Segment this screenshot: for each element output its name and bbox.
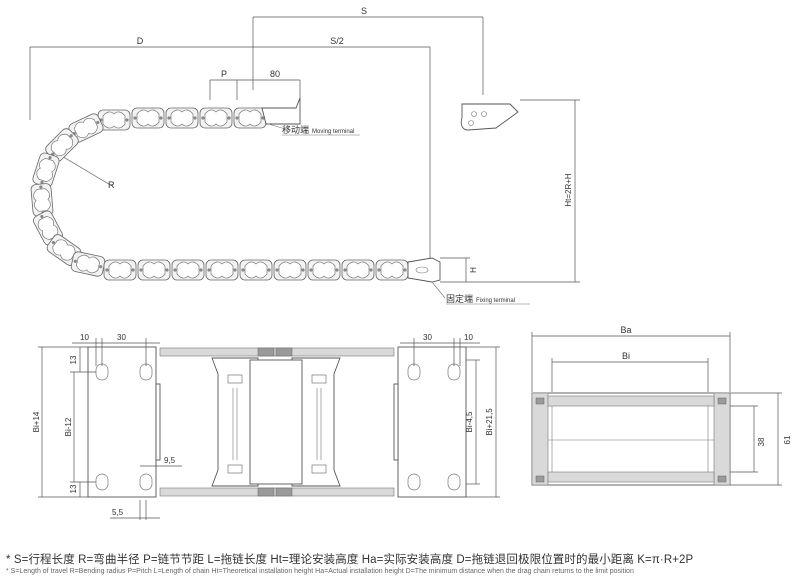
- dim-10-left: 10: [80, 333, 89, 342]
- chain-link-right-half: [291, 357, 341, 487]
- chain-lower-run: [103, 259, 409, 281]
- dim-p-label: P: [221, 69, 227, 79]
- dim-bi-plus14: Bi+14: [32, 411, 41, 432]
- travel-end-bracket: [460, 103, 519, 131]
- section-view: Ba Bi 38 61: [531, 325, 792, 486]
- fixing-terminal-bracket: [407, 257, 441, 283]
- dim-13-top: 13: [69, 355, 78, 364]
- legend: * S=行程长度 R=弯曲半径 P=链节节距 L=拖链长度 Ht=理论安装高度 …: [6, 551, 796, 575]
- fixing-terminal-label-en: Fixing terminal: [476, 298, 515, 304]
- dim-bi-minus12: Bi-12: [64, 417, 73, 436]
- dim-h-label: H: [469, 267, 478, 273]
- dim-30-right: 30: [423, 333, 432, 342]
- chain-upper-run: [97, 107, 267, 131]
- chain-link-left-half: [211, 357, 259, 487]
- dim-5-5: 5,5: [112, 508, 124, 517]
- dim-bi-plus21-5: Bi+21,5: [485, 408, 494, 436]
- dim-bi-minus4-5: Bi-4,5: [465, 411, 474, 432]
- dim-10-right: 10: [464, 333, 473, 342]
- bracket-view: 10 30 30 10 Bi+14 Bi-12 13 13 9,5 5,5 B: [32, 333, 500, 520]
- dim-9-5: 9,5: [164, 456, 176, 465]
- chain-bend: [30, 111, 107, 278]
- dim-13-bottom: 13: [69, 484, 78, 493]
- moving-terminal-bracket: [261, 97, 301, 125]
- dim-ht-label: Ht=2R+H: [564, 173, 573, 207]
- dim-s-label: S: [361, 6, 367, 16]
- dim-s-half-label: S/2: [330, 36, 344, 46]
- moving-terminal-label-en: Moving terminal: [312, 129, 354, 135]
- dim-bi-label: Bi: [622, 351, 630, 361]
- dim-r-label: R: [108, 180, 115, 190]
- dim-38-label: 38: [757, 437, 766, 446]
- moving-terminal-label-cn: 移动端: [282, 124, 309, 135]
- dim-80-label: 80: [270, 69, 280, 79]
- fixing-terminal-label-cn: 固定端: [446, 293, 473, 304]
- legend-english: * S=Length of travel R=Bending radius P=…: [6, 568, 634, 575]
- top-view: S D S/2 P 80 Ht=2R+H H R: [29, 6, 580, 305]
- dim-30-left: 30: [117, 333, 126, 342]
- legend-chinese: * S=行程长度 R=弯曲半径 P=链节节距 L=拖链长度 Ht=理论安装高度 …: [6, 554, 694, 566]
- dim-ba-label: Ba: [620, 325, 631, 335]
- dim-61-label: 61: [783, 435, 792, 444]
- chain-cross-section: [531, 392, 731, 486]
- dim-d-label: D: [137, 36, 144, 46]
